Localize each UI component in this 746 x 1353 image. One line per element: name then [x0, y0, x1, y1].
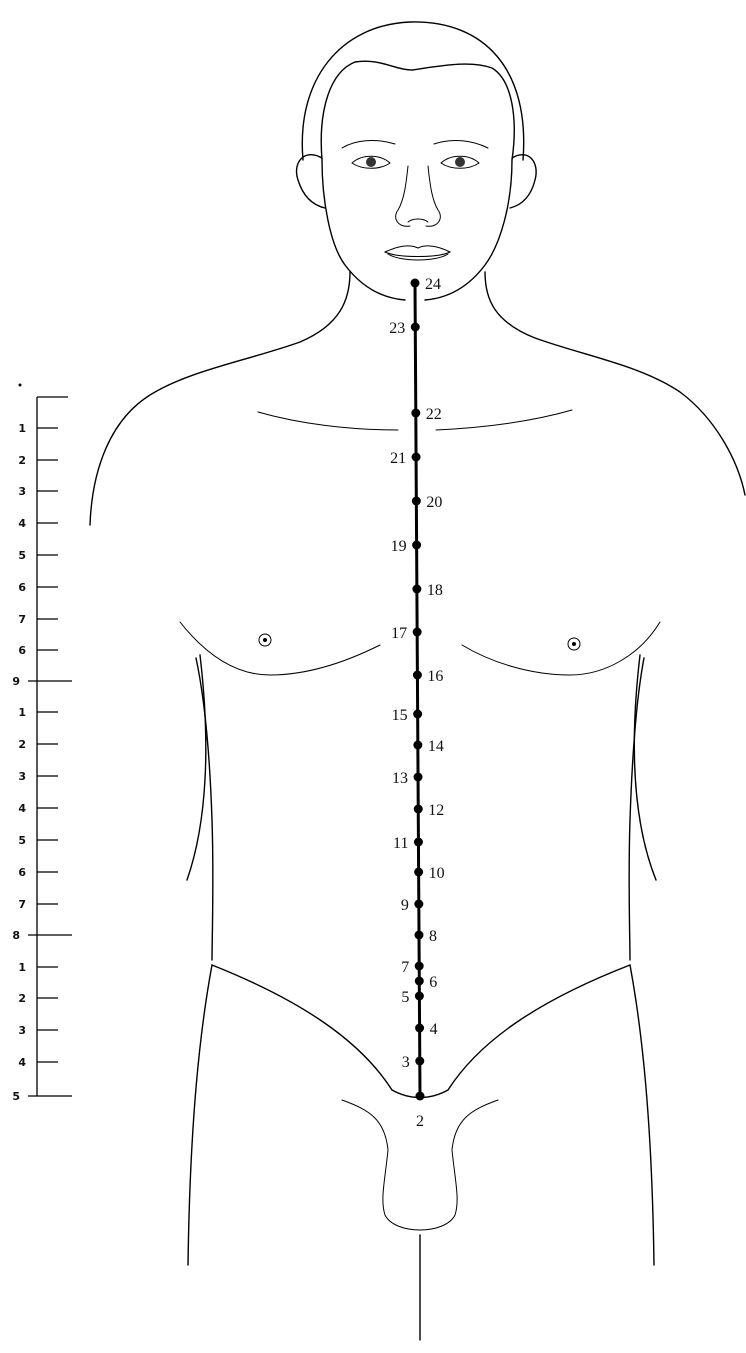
meridian-point-17	[413, 628, 422, 637]
meridian-point-19	[412, 541, 421, 550]
meridian-point-5	[415, 992, 424, 1001]
scale-top-dot	[19, 384, 22, 387]
meridian-point-6	[415, 977, 424, 986]
meridian-point-9	[414, 900, 423, 909]
head-outline	[297, 22, 537, 300]
meridian-point-label-10: 10	[429, 865, 445, 882]
meridian-point-8	[415, 931, 424, 940]
meridian-point-7	[415, 962, 424, 971]
meridian-point-label-2: 2	[416, 1113, 424, 1130]
meridian-point-label-8: 8	[429, 928, 437, 945]
scale-label: 2	[18, 454, 26, 467]
scale-label: 7	[18, 613, 26, 626]
scale-label: 1	[18, 422, 26, 435]
meridian-point-label-5: 5	[401, 989, 409, 1006]
scale-label: 9	[12, 675, 20, 688]
meridian-point-label-14: 14	[428, 738, 444, 755]
meridian-point-14	[413, 741, 422, 750]
meridian-point-3	[415, 1057, 424, 1066]
meridian-point-11	[414, 838, 423, 847]
meridian-point-label-9: 9	[401, 897, 409, 914]
meridian-point-label-3: 3	[402, 1054, 410, 1071]
meridian-point-18	[412, 585, 421, 594]
meridian-point-12	[414, 805, 423, 814]
scale-label: 6	[18, 581, 26, 594]
right-nipple-icon	[568, 638, 580, 650]
meridian-point-label-24: 24	[425, 276, 441, 293]
meridian-point-label-21: 21	[390, 450, 406, 467]
meridian-point-label-17: 17	[391, 625, 407, 642]
left-eye-icon	[352, 156, 390, 168]
meridian-point-22	[411, 409, 420, 418]
meridian-point-label-13: 13	[392, 770, 408, 787]
scale-label: 3	[18, 770, 26, 783]
meridian-point-label-15: 15	[392, 707, 408, 724]
scale-label: 2	[18, 992, 26, 1005]
scale-label: 1	[18, 706, 26, 719]
meridian-point-label-18: 18	[427, 582, 443, 599]
scale-label: 2	[18, 738, 26, 751]
meridian-point-4	[415, 1024, 424, 1033]
meridian-point-label-19: 19	[391, 538, 407, 555]
scale-label: 5	[18, 549, 26, 562]
meridian-point-24	[411, 279, 420, 288]
scale-label: 6	[18, 644, 26, 657]
scale-label: 5	[18, 834, 26, 847]
meridian-point-label-12: 12	[428, 802, 444, 819]
meridian-point-label-20: 20	[426, 494, 442, 511]
meridian-line	[415, 283, 420, 1096]
meridian-point-label-11: 11	[393, 835, 408, 852]
scale-label: 4	[18, 802, 26, 815]
meridian-point-label-7: 7	[401, 959, 409, 976]
scale-label: 5	[12, 1090, 20, 1103]
scale-label: 3	[18, 1024, 26, 1037]
scale-label: 6	[18, 866, 26, 879]
left-nipple-icon	[259, 634, 271, 646]
meridian-point-10	[414, 868, 423, 877]
meridian-point-label-22: 22	[426, 406, 442, 423]
meridian-point-15	[413, 710, 422, 719]
meridian-point-23	[411, 323, 420, 332]
meridian-point-2	[416, 1092, 425, 1101]
scale-label: 4	[18, 517, 26, 530]
meridian-point-16	[413, 671, 422, 680]
scale-label: 3	[18, 485, 26, 498]
meridian-point-20	[412, 497, 421, 506]
meridian-point-21	[412, 453, 421, 462]
meridian-point-label-16: 16	[427, 668, 443, 685]
scale-label: 7	[18, 898, 26, 911]
scale-label: 8	[12, 929, 20, 942]
meridian-point-label-4: 4	[430, 1021, 438, 1038]
scale-label: 1	[18, 961, 26, 974]
meridian-point-13	[414, 773, 423, 782]
right-eye-icon	[441, 156, 479, 168]
meridian-point-label-23: 23	[389, 320, 405, 337]
meridian-point-label-6: 6	[429, 974, 437, 991]
scale-label: 4	[18, 1056, 26, 1069]
